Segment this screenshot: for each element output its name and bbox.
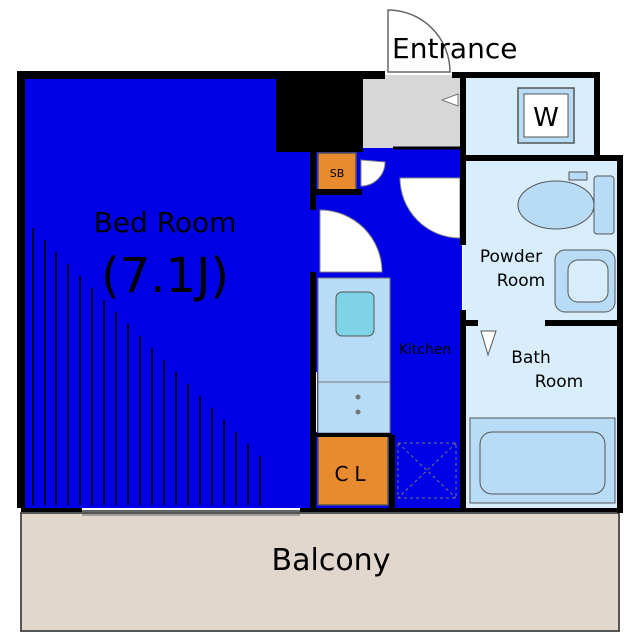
toilet-bowl-icon [517,180,595,230]
bathtub-basin-icon [479,431,606,495]
bath-room-label-line2: Room [535,372,583,392]
bedroom-name-label: Bed Room [94,206,237,239]
bedroom-area [25,78,310,508]
entrance-door-icon [387,9,451,73]
washer-drum-icon [523,93,569,138]
bedroom-door-icon [319,209,383,273]
entrance-label: Entrance [392,32,517,65]
bath-room-label-line1: Bath [511,348,551,368]
powder-room-label-line1: Powder [480,247,542,267]
toilet-tank-icon [593,175,615,235]
structural-column [276,78,363,152]
closet [317,435,389,506]
walls [17,71,623,513]
stove-burner-icon [355,394,361,400]
bath-door-icon [480,330,497,357]
shoe-box-door-icon [360,159,386,187]
powder-room-label-line2: Room [497,271,545,291]
toilet-valve-icon [568,171,588,181]
powder-room-door-icon [399,177,461,239]
entrance-step-icon [440,93,459,107]
bedroom-hatching [32,228,261,505]
shoe-box [317,152,357,192]
closet-label: CL [334,462,371,486]
bedroom-size-label: (7.1J) [101,248,229,304]
stove-burner-icon [355,409,361,415]
washer-label: W [533,103,559,133]
kitchen-sink-icon [335,291,375,337]
shoe-box-label: SB [330,167,345,180]
balcony-label: Balcony [272,543,391,578]
fridge-space [397,442,457,499]
kitchen-label: Kitchen [399,342,452,358]
balcony-area [20,512,620,632]
entrance-area [363,75,463,148]
fridge-space-cross [397,442,457,499]
